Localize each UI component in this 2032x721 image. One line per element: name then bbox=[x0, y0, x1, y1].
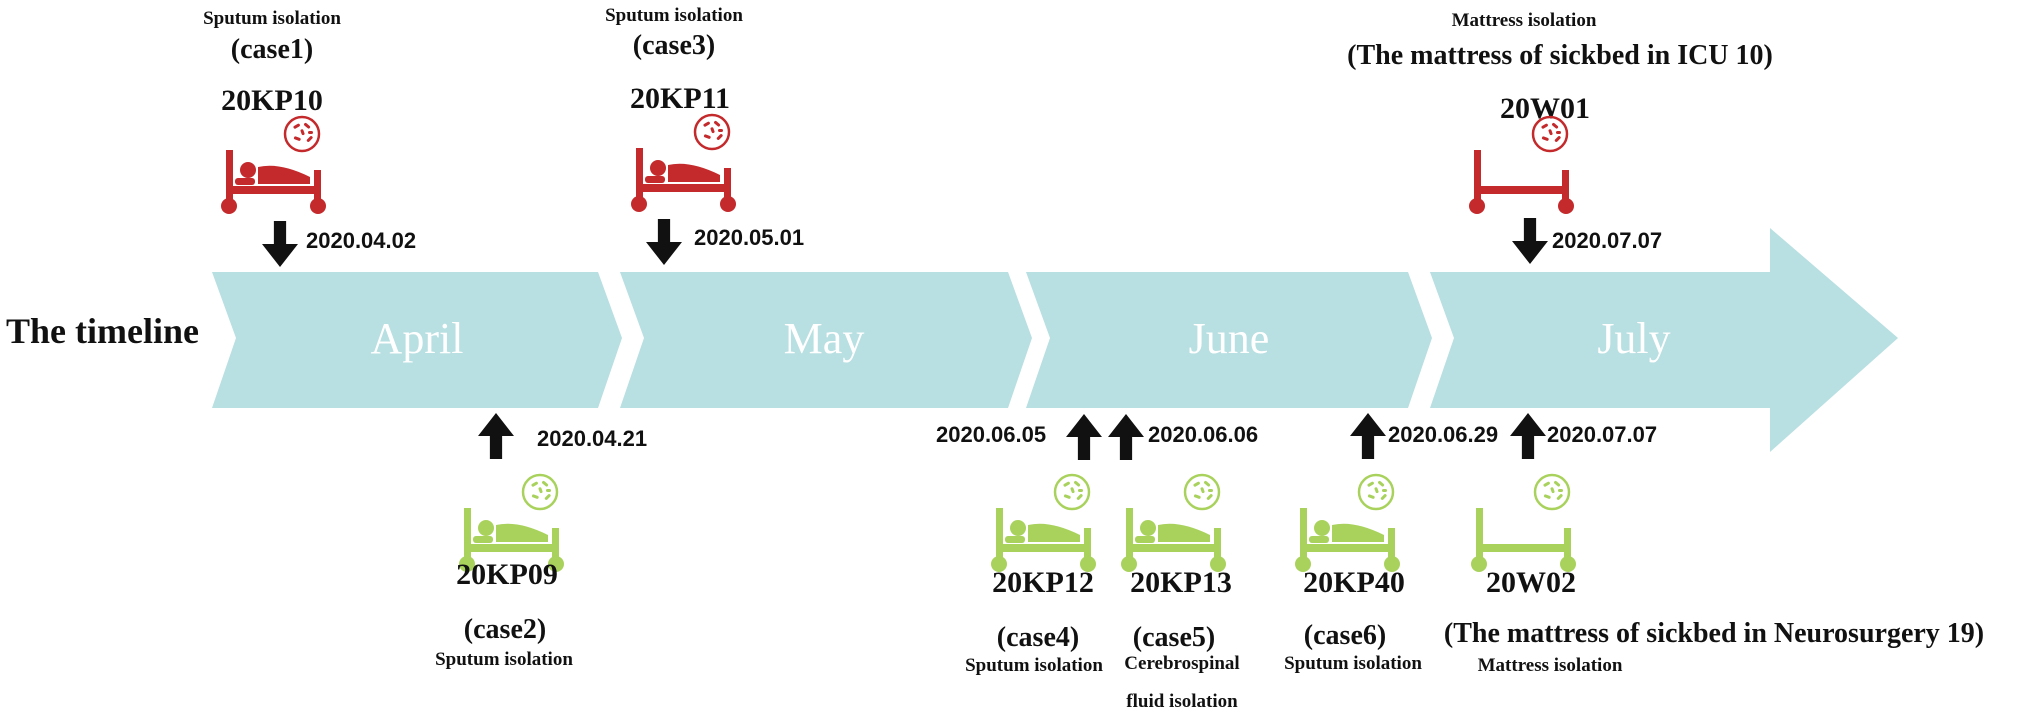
case-label: (case5) bbox=[1132, 622, 1216, 653]
isolation-source: Sputum isolation bbox=[605, 5, 743, 26]
timeline-title: The timeline bbox=[6, 311, 199, 351]
isolate-id: 20W01 bbox=[1500, 92, 1590, 125]
month-may: May bbox=[784, 314, 865, 363]
event-date: 2020.05.01 bbox=[694, 225, 805, 250]
isolation-source: Sputum isolation bbox=[965, 655, 1103, 676]
isolation-source: Sputum isolation bbox=[203, 8, 341, 29]
event-date: 2020.06.05 bbox=[936, 422, 1047, 447]
isolation-source-line1: Cerebrospinal bbox=[1124, 653, 1240, 674]
event-date: 2020.06.29 bbox=[1388, 422, 1499, 447]
isolate-id: 20KP13 bbox=[1130, 566, 1232, 599]
chevron-june bbox=[1026, 272, 1432, 408]
patient-bed-bacteria-icon bbox=[1121, 473, 1226, 572]
isolate-id: 20KP11 bbox=[629, 82, 731, 115]
empty-bed-bacteria-icon bbox=[1471, 473, 1576, 572]
event-date: 2020.06.06 bbox=[1148, 422, 1259, 447]
patient-bed-bacteria-icon bbox=[631, 113, 736, 212]
case-label: (case2) bbox=[463, 614, 547, 645]
month-april: April bbox=[371, 314, 464, 363]
isolate-id: 20KP40 bbox=[1303, 566, 1405, 599]
patient-bed-bacteria-icon bbox=[459, 473, 564, 572]
isolation-source: Sputum isolation bbox=[435, 649, 573, 670]
isolation-source: Mattress isolation bbox=[1451, 10, 1597, 31]
isolate-id: 20KP12 bbox=[992, 566, 1094, 599]
isolate-id: 20W02 bbox=[1486, 566, 1576, 599]
month-june: June bbox=[1189, 314, 1270, 363]
patient-bed-bacteria-icon bbox=[1295, 473, 1400, 572]
case-label: (The mattress of sickbed in Neurosurgery… bbox=[1443, 618, 1985, 649]
isolation-source-line2: fluid isolation bbox=[1126, 691, 1238, 712]
isolate-id: 20KP10 bbox=[221, 84, 323, 117]
isolation-source: Cerebrospinal fluid isolation bbox=[1124, 645, 1239, 721]
case-label: (case6) bbox=[1303, 620, 1387, 651]
chevron-april bbox=[212, 272, 622, 408]
case-label: (case4) bbox=[996, 622, 1080, 653]
patient-bed-bacteria-icon bbox=[991, 473, 1096, 572]
empty-bed-bacteria-icon bbox=[1469, 115, 1574, 214]
isolation-source: Sputum isolation bbox=[1284, 653, 1422, 674]
event-date: 2020.07.07 bbox=[1552, 228, 1663, 253]
event-date: 2020.04.21 bbox=[537, 426, 648, 451]
case-label: (The mattress of sickbed in ICU 10) bbox=[1347, 40, 1773, 71]
case-label: (case3) bbox=[632, 30, 716, 61]
event-date: 2020.04.02 bbox=[306, 228, 417, 253]
month-july: July bbox=[1597, 314, 1670, 363]
case-label: (case1) bbox=[230, 34, 314, 65]
isolation-source: Mattress isolation bbox=[1477, 655, 1623, 676]
chevron-may bbox=[620, 272, 1032, 408]
patient-bed-bacteria-icon bbox=[221, 115, 326, 214]
event-date: 2020.07.07 bbox=[1547, 422, 1658, 447]
isolate-id: 20KP09 bbox=[456, 558, 558, 591]
chevron-july-arrow bbox=[1430, 228, 1898, 452]
